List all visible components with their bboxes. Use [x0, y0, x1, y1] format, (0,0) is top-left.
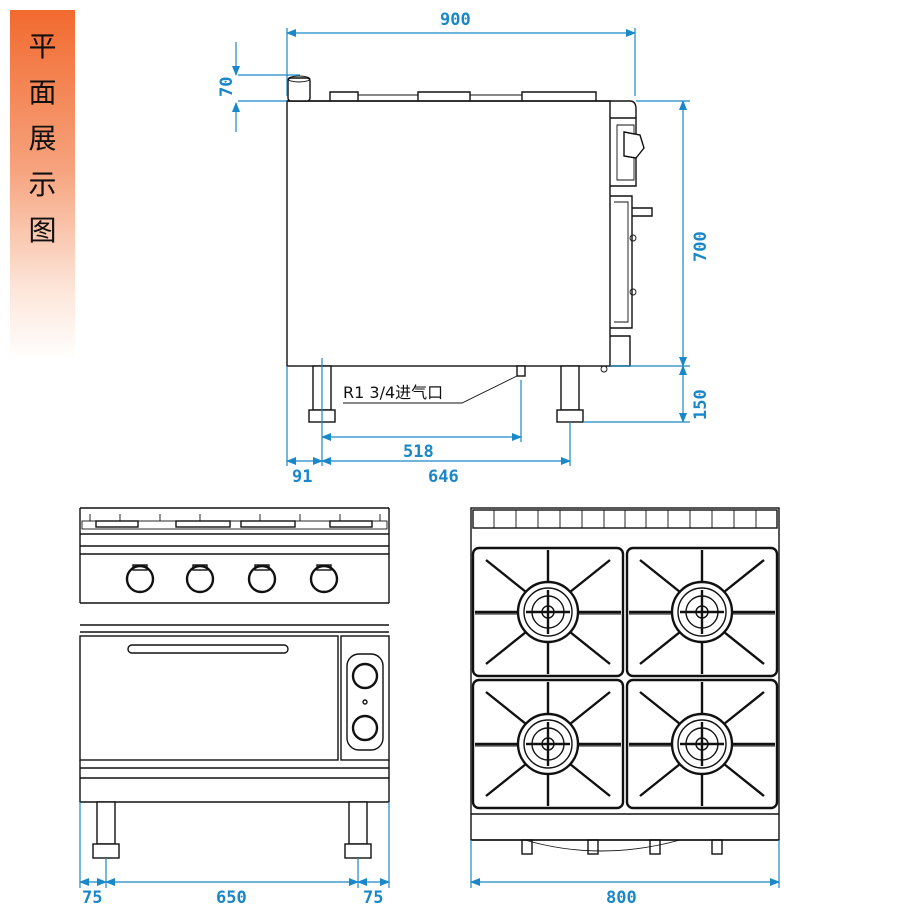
front-dimensions: 75 650 75	[79, 802, 390, 908]
front-view	[79, 507, 390, 859]
top-outline	[470, 507, 780, 841]
side-door-inner	[614, 201, 629, 323]
grate-spoke	[639, 691, 681, 725]
gas-inlet-stub	[516, 365, 526, 377]
side-burner-tops	[329, 91, 597, 101]
grate-spoke	[723, 763, 765, 797]
grate-spoke	[485, 559, 527, 593]
grate-spoke	[639, 631, 681, 665]
top-knob-stems	[521, 839, 723, 855]
side-dimensions: 900 70 700 150 518 91 646	[217, 10, 711, 487]
side-body	[286, 100, 611, 367]
title-tag-text: 平 面 展 示 图	[10, 24, 75, 254]
oven-thermostat-knob	[351, 662, 379, 690]
grate-spoke	[569, 763, 611, 797]
side-skirt	[610, 335, 631, 367]
dim-side-leg: 150	[691, 389, 711, 420]
dim-side-top-offset: 70	[217, 77, 237, 97]
front-base	[80, 767, 389, 803]
side-back-post	[287, 77, 311, 102]
grate-spoke	[569, 559, 611, 593]
grate-front-right	[625, 678, 779, 810]
oven-timer-knob	[351, 714, 379, 742]
oven-indicator-light	[362, 699, 368, 705]
title-char: 示	[28, 168, 57, 201]
grate-spoke	[639, 559, 681, 593]
side-door-hinge	[629, 234, 637, 242]
grate-front-left	[471, 678, 625, 810]
front-oven-handle	[127, 644, 289, 654]
dim-front-middle: 650	[216, 888, 247, 908]
top-view	[470, 507, 780, 855]
dim-leg-span: 646	[428, 467, 459, 487]
dim-front-left: 75	[82, 888, 102, 908]
dim-leg-left: 91	[292, 467, 312, 487]
grate-spoke	[723, 631, 765, 665]
title-char: 展	[28, 122, 57, 155]
title-char: 面	[28, 76, 57, 109]
side-view: R1 3/4进气口	[286, 75, 653, 423]
burners	[475, 550, 775, 806]
grate-back-right	[625, 546, 779, 678]
top-front-arc	[524, 839, 681, 852]
front-oven-panel	[340, 635, 390, 761]
dim-top-width: 800	[606, 888, 637, 908]
grate-spoke	[569, 631, 611, 665]
grate-spoke	[569, 691, 611, 725]
front-leg-left	[92, 801, 120, 859]
title-char: 平	[28, 30, 57, 63]
side-foot-dot	[600, 365, 608, 373]
side-panel-recess	[616, 124, 635, 181]
front-panel-bottom	[80, 602, 389, 633]
dim-front-right: 75	[363, 888, 383, 908]
grate-spoke	[485, 631, 527, 665]
dim-gas-inlet: 518	[403, 442, 434, 462]
front-oven-door	[79, 635, 339, 761]
grate-spoke	[485, 691, 527, 725]
front-knobs	[125, 564, 339, 594]
front-grate-rail	[81, 520, 388, 530]
gas-inlet-label: R1 3/4进气口	[343, 383, 443, 402]
grate-spoke	[485, 763, 527, 797]
grate-spoke	[723, 691, 765, 725]
side-door-hinge	[629, 288, 637, 296]
dim-side-width: 900	[440, 10, 471, 30]
side-knob	[623, 131, 645, 159]
grate-spoke	[723, 559, 765, 593]
side-post-cap	[287, 75, 311, 83]
grate-spoke	[639, 763, 681, 797]
side-door-handle	[632, 207, 653, 217]
grate-back-left	[471, 546, 625, 678]
gas-inlet-leader	[343, 375, 518, 404]
dim-side-height: 700	[691, 231, 711, 262]
front-worktop-edges	[80, 533, 389, 555]
title-tag: 平 面 展 示 图	[10, 10, 75, 360]
top-dimensions: 800	[470, 840, 780, 908]
front-leg-right	[344, 801, 372, 859]
side-worktop	[287, 100, 637, 118]
title-char: 图	[28, 214, 57, 247]
side-leg-right	[556, 365, 584, 423]
side-oven-door	[610, 195, 633, 329]
